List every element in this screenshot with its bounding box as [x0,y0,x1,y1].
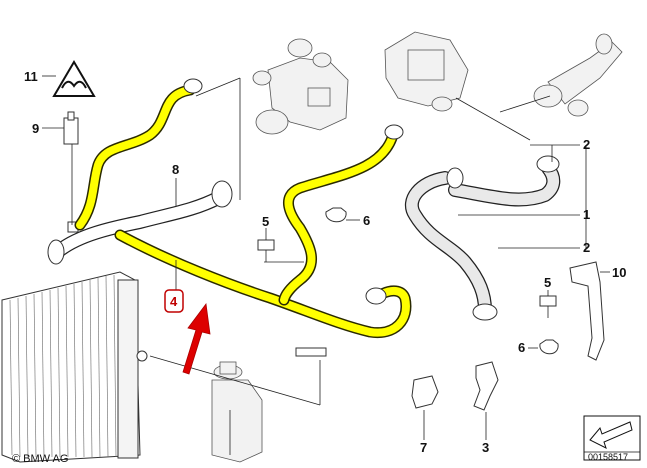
callout-5-right: 5 [544,275,551,290]
callout-4-box [164,289,184,313]
water-pump [384,31,469,112]
brand-copyright: © BMW AG [12,453,68,465]
sensor-9 [63,111,79,145]
leader-lines [42,75,610,440]
screw-5-left [257,239,275,262]
callout-9: 9 [32,121,39,136]
diagram-code-box [583,415,641,461]
callout-7: 7 [420,440,427,455]
callout-6-left: 6 [363,213,370,228]
clamp-6-right [539,339,559,355]
diagram-code: 00158517 [588,452,628,462]
callout-3: 3 [482,440,489,455]
callout-2-top: 2 [583,137,590,152]
hose-1 [404,155,561,321]
callout-8: 8 [172,162,179,177]
heater-pipe [533,33,623,117]
warning-label-11 [52,60,96,97]
radiator [1,271,148,463]
callout-4: 4 [170,294,178,309]
clip-7 [411,375,439,409]
callout-11: 11 [24,69,38,84]
clamp-6-left [325,207,347,223]
expansion-tank [211,361,263,463]
thermostat-housing [252,38,349,135]
callout-6-right: 6 [518,340,525,355]
callout-1: 1 [583,207,590,222]
clip-3 [473,361,499,411]
screw-5-right [539,295,557,318]
callout-5-left: 5 [262,214,269,229]
bracket-10 [569,261,605,361]
hose-4-highlighted [74,78,412,357]
highlight-arrow [182,302,211,375]
hose-8 [47,180,233,265]
callout-10: 10 [612,265,626,280]
callout-2-bottom: 2 [583,240,590,255]
